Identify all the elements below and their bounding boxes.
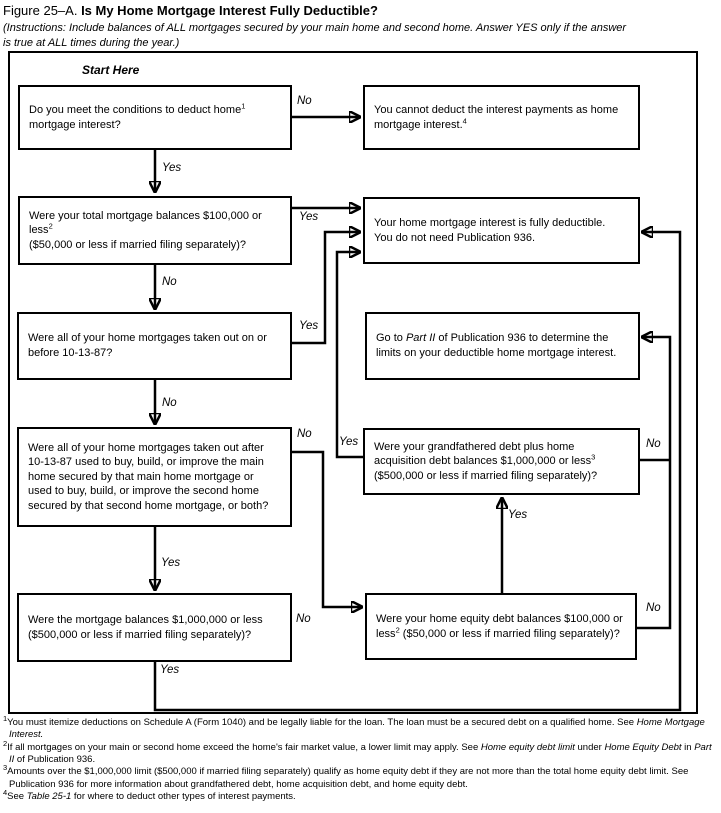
- footnote-4: 4See Table 25-1 for where to deduct othe…: [3, 787, 296, 803]
- node-text: Do you meet the conditions to deduct hom…: [29, 101, 246, 131]
- edge-label-q6-no: No: [296, 613, 311, 625]
- edge-label-q1-yes: Yes: [162, 162, 182, 174]
- footnote-1: 1You must itemize deductions on Schedule…: [3, 713, 705, 741]
- edge-label-q7-yes: Yes: [508, 509, 528, 521]
- edge-label-q2-yes: Yes: [299, 211, 319, 223]
- node-text: Your home mortgage interest is fully ded…: [374, 216, 606, 244]
- figure-heading: Figure 25–A. Is My Home Mortgage Interes…: [3, 3, 378, 18]
- edge-label-q7-no: No: [646, 602, 661, 614]
- footnote-3: 3Amounts over the $1,000,000 limit ($500…: [3, 763, 689, 790]
- edge-label-q4-no: No: [297, 428, 312, 440]
- node-q-after-10-13-87-use: Were all of your home mortgages taken ou…: [17, 427, 292, 527]
- node-text: Were your total mortgage balances $100,0…: [29, 209, 262, 251]
- edge-label-q2-no: No: [162, 276, 177, 288]
- edge-label-q3-yes: Yes: [299, 320, 319, 332]
- node-q-before-10-13-87: Were all of your home mortgages taken ou…: [17, 312, 292, 380]
- node-result-cannot-deduct: You cannot deduct the interest payments …: [363, 85, 640, 150]
- start-here-label: Start Here: [82, 63, 140, 77]
- node-text: Were the mortgage balances $1,000,000 or…: [28, 613, 263, 641]
- node-text: Were all of your home mortgages taken ou…: [28, 441, 269, 512]
- node-text: Were your grandfathered debt plus home a…: [374, 440, 598, 482]
- figure-title: Is My Home Mortgage Interest Fully Deduc…: [81, 3, 378, 18]
- node-result-fully-deductible: Your home mortgage interest is fully ded…: [363, 197, 640, 264]
- flowchart-border: [8, 51, 698, 714]
- footnote-2: 2If all mortgages on your main or second…: [3, 738, 712, 766]
- node-q-balances-1m: Were the mortgage balances $1,000,000 or…: [17, 593, 292, 662]
- node-text: You cannot deduct the interest payments …: [374, 103, 619, 131]
- edge-label-q5-yes: Yes: [339, 436, 359, 448]
- figure-instructions: (Instructions: Include balances of ALL m…: [3, 22, 627, 49]
- node-q-home-equity-100k: Were your home equity debt balances $100…: [365, 593, 637, 660]
- node-text: Were all of your home mortgages taken ou…: [28, 332, 267, 359]
- edge-label-q5-no: No: [646, 438, 661, 450]
- edge-label-q4-yes: Yes: [161, 557, 181, 569]
- edge-label-q1-no: No: [297, 95, 312, 107]
- node-q-balances-100k: Were your total mortgage balances $100,0…: [18, 196, 292, 265]
- edge-label-q6-yes: Yes: [160, 664, 180, 676]
- node-result-go-part-ii: Go to Part II of Publication 936 to dete…: [365, 312, 640, 380]
- figure-label: Figure 25–A.: [3, 3, 78, 18]
- footnotes: 1You must itemize deductions on Schedule…: [3, 713, 717, 803]
- node-text: Were your home equity debt balances $100…: [376, 612, 623, 640]
- edge-label-q3-no: No: [162, 397, 177, 409]
- node-text: Go to Part II of Publication 936 to dete…: [376, 332, 617, 359]
- node-q-grandfathered-1m: Were your grandfathered debt plus home a…: [363, 428, 640, 495]
- node-q-deduct-conditions: Do you meet the conditions to deduct hom…: [18, 85, 292, 150]
